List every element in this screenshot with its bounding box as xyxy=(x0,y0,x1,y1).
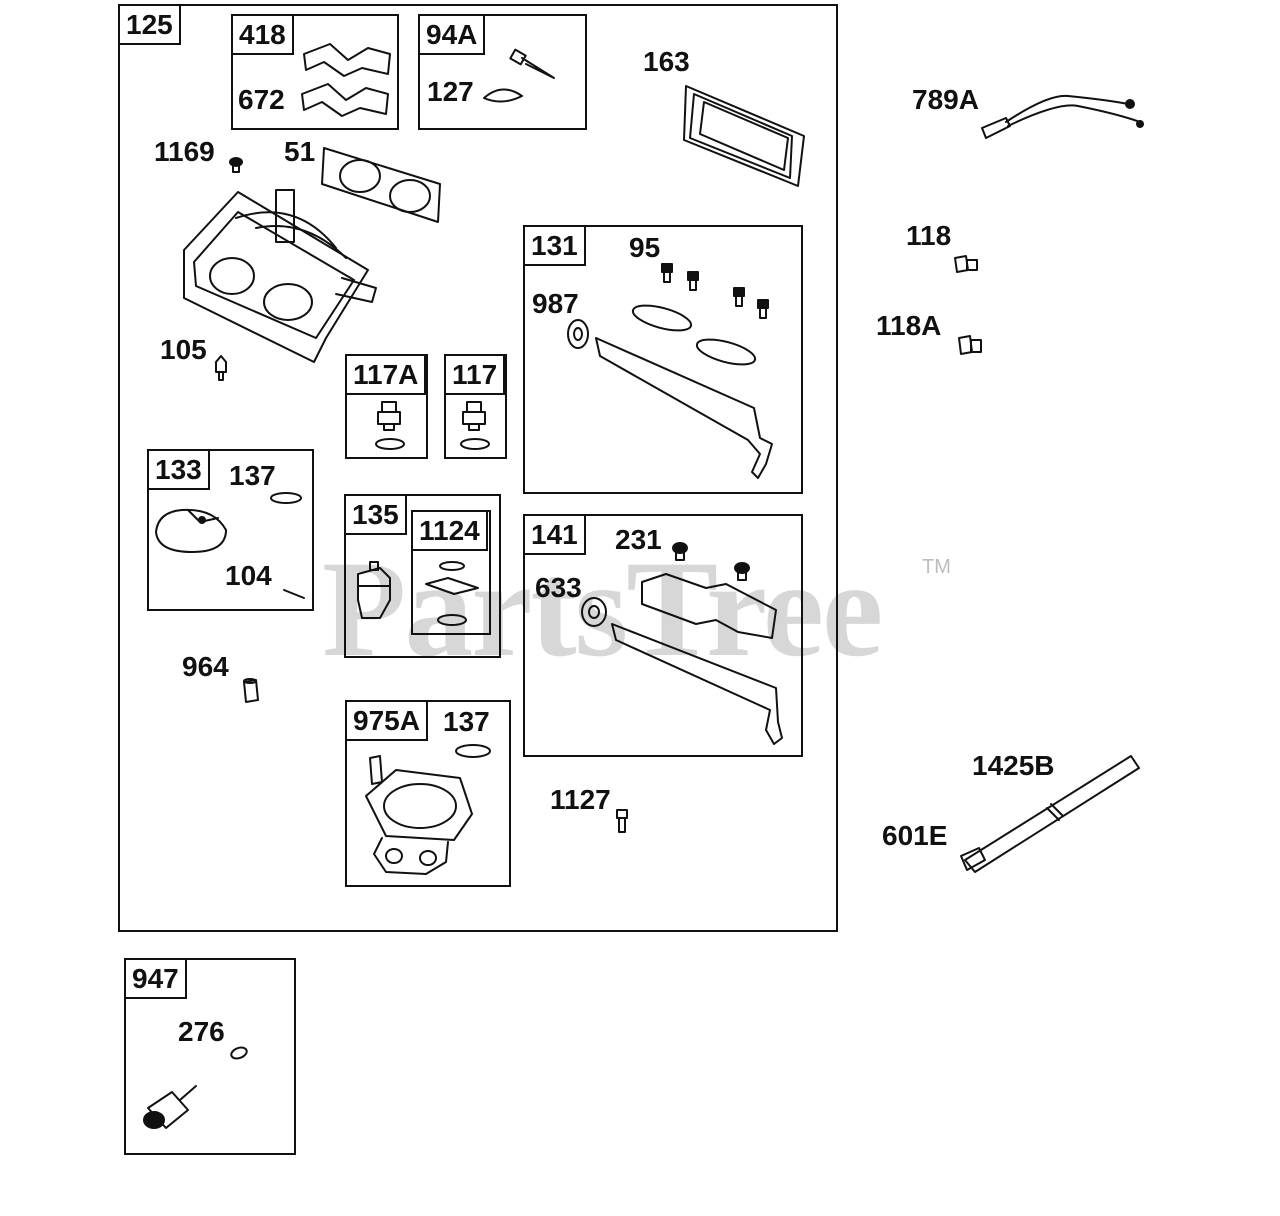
group-box-117: 117 xyxy=(444,354,507,459)
part-label-1425B[interactable]: 1425B xyxy=(972,750,1055,781)
group-box-125: 125 xyxy=(118,4,838,932)
group-tag-117: 117 xyxy=(446,356,506,395)
carb-gasket-icon[interactable] xyxy=(320,140,444,226)
part-label-964[interactable]: 964 xyxy=(182,651,229,682)
part-label-118A[interactable]: 118A xyxy=(876,310,942,341)
part-label-137-float[interactable]: 137 xyxy=(229,460,276,491)
part-label-276[interactable]: 276 xyxy=(178,1016,225,1047)
group-box-135: 135 xyxy=(344,494,501,658)
fitting-icon[interactable] xyxy=(614,808,630,836)
part-label-1127[interactable]: 1127 xyxy=(550,784,611,815)
plug-with-oring-icon-a[interactable] xyxy=(370,400,410,452)
oring-icon-a[interactable] xyxy=(268,490,304,506)
watermark-trademark: TM xyxy=(922,556,951,578)
group-tag-947: 947 xyxy=(126,960,187,999)
part-label-633[interactable]: 633 xyxy=(535,572,582,603)
group-tag-975A: 975A xyxy=(347,702,428,741)
part-label-137-bowl[interactable]: 137 xyxy=(443,706,490,737)
screw-icon[interactable] xyxy=(228,156,244,174)
oring-icon-b[interactable] xyxy=(453,742,493,760)
small-oring-icon[interactable] xyxy=(228,1044,250,1062)
part-label-104[interactable]: 104 xyxy=(225,560,272,591)
plug-118-icon[interactable] xyxy=(952,254,980,276)
group-box-131: 131 xyxy=(523,225,803,494)
part-label-601E[interactable]: 601E xyxy=(882,820,948,851)
group-tag-141: 141 xyxy=(525,516,586,555)
wire-harness-icon[interactable] xyxy=(978,84,1148,144)
group-box-94A: 94A xyxy=(418,14,587,130)
part-label-51[interactable]: 51 xyxy=(284,136,316,167)
group-tag-135: 135 xyxy=(346,496,407,535)
throttle-shaft-icon[interactable] xyxy=(560,258,790,484)
pin-icon[interactable] xyxy=(282,586,308,602)
plug-118A-icon[interactable] xyxy=(956,334,984,358)
group-tag-117A: 117A xyxy=(347,356,427,395)
gasket-upper-icon[interactable] xyxy=(300,40,395,80)
fuel-line-icon[interactable] xyxy=(955,748,1145,876)
float-bowl-icon[interactable] xyxy=(356,752,480,878)
bushing-icon[interactable] xyxy=(240,678,262,704)
solenoid-valve-icon[interactable] xyxy=(140,1080,202,1136)
gasket-lower-icon[interactable] xyxy=(298,80,393,120)
plug-with-oring-icon-b[interactable] xyxy=(455,400,495,452)
float-icon[interactable] xyxy=(152,504,232,556)
needle-icon[interactable] xyxy=(508,48,558,82)
part-label-1169[interactable]: 1169 xyxy=(154,136,215,167)
group-box-1124: 1124 xyxy=(411,510,491,635)
gasket-set-icon[interactable] xyxy=(420,558,484,628)
jet-icon[interactable] xyxy=(212,354,230,382)
carburetor-body-icon[interactable] xyxy=(176,178,382,368)
part-label-163[interactable]: 163 xyxy=(643,46,690,77)
part-label-118[interactable]: 118 xyxy=(906,220,952,251)
group-box-141: 141 xyxy=(523,514,803,757)
mounting-gasket-icon[interactable] xyxy=(680,80,810,190)
part-label-789A[interactable]: 789A xyxy=(912,84,979,115)
group-box-418: 418 xyxy=(231,14,399,130)
group-tag-131: 131 xyxy=(525,227,586,266)
watermark-logo: PartsTree xyxy=(322,532,883,685)
choke-shaft-icon[interactable] xyxy=(576,540,792,748)
part-label-672[interactable]: 672 xyxy=(238,84,285,115)
group-tag-94A: 94A xyxy=(420,16,486,55)
seal-icon[interactable] xyxy=(480,84,526,106)
group-box-947: 947 xyxy=(124,958,296,1155)
group-box-975A: 975A xyxy=(345,700,511,887)
group-tag-125: 125 xyxy=(120,6,181,45)
group-tag-133: 133 xyxy=(149,451,210,490)
part-label-231[interactable]: 231 xyxy=(615,524,662,555)
group-tag-1124: 1124 xyxy=(413,512,488,551)
group-tag-418: 418 xyxy=(233,16,294,55)
group-box-117A: 117A xyxy=(345,354,428,459)
group-box-133: 133 xyxy=(147,449,314,611)
part-label-95[interactable]: 95 xyxy=(629,232,661,263)
part-label-987[interactable]: 987 xyxy=(532,288,579,319)
fuel-solenoid-icon[interactable] xyxy=(350,560,400,624)
part-label-105[interactable]: 105 xyxy=(160,334,207,365)
part-label-127[interactable]: 127 xyxy=(427,76,474,107)
